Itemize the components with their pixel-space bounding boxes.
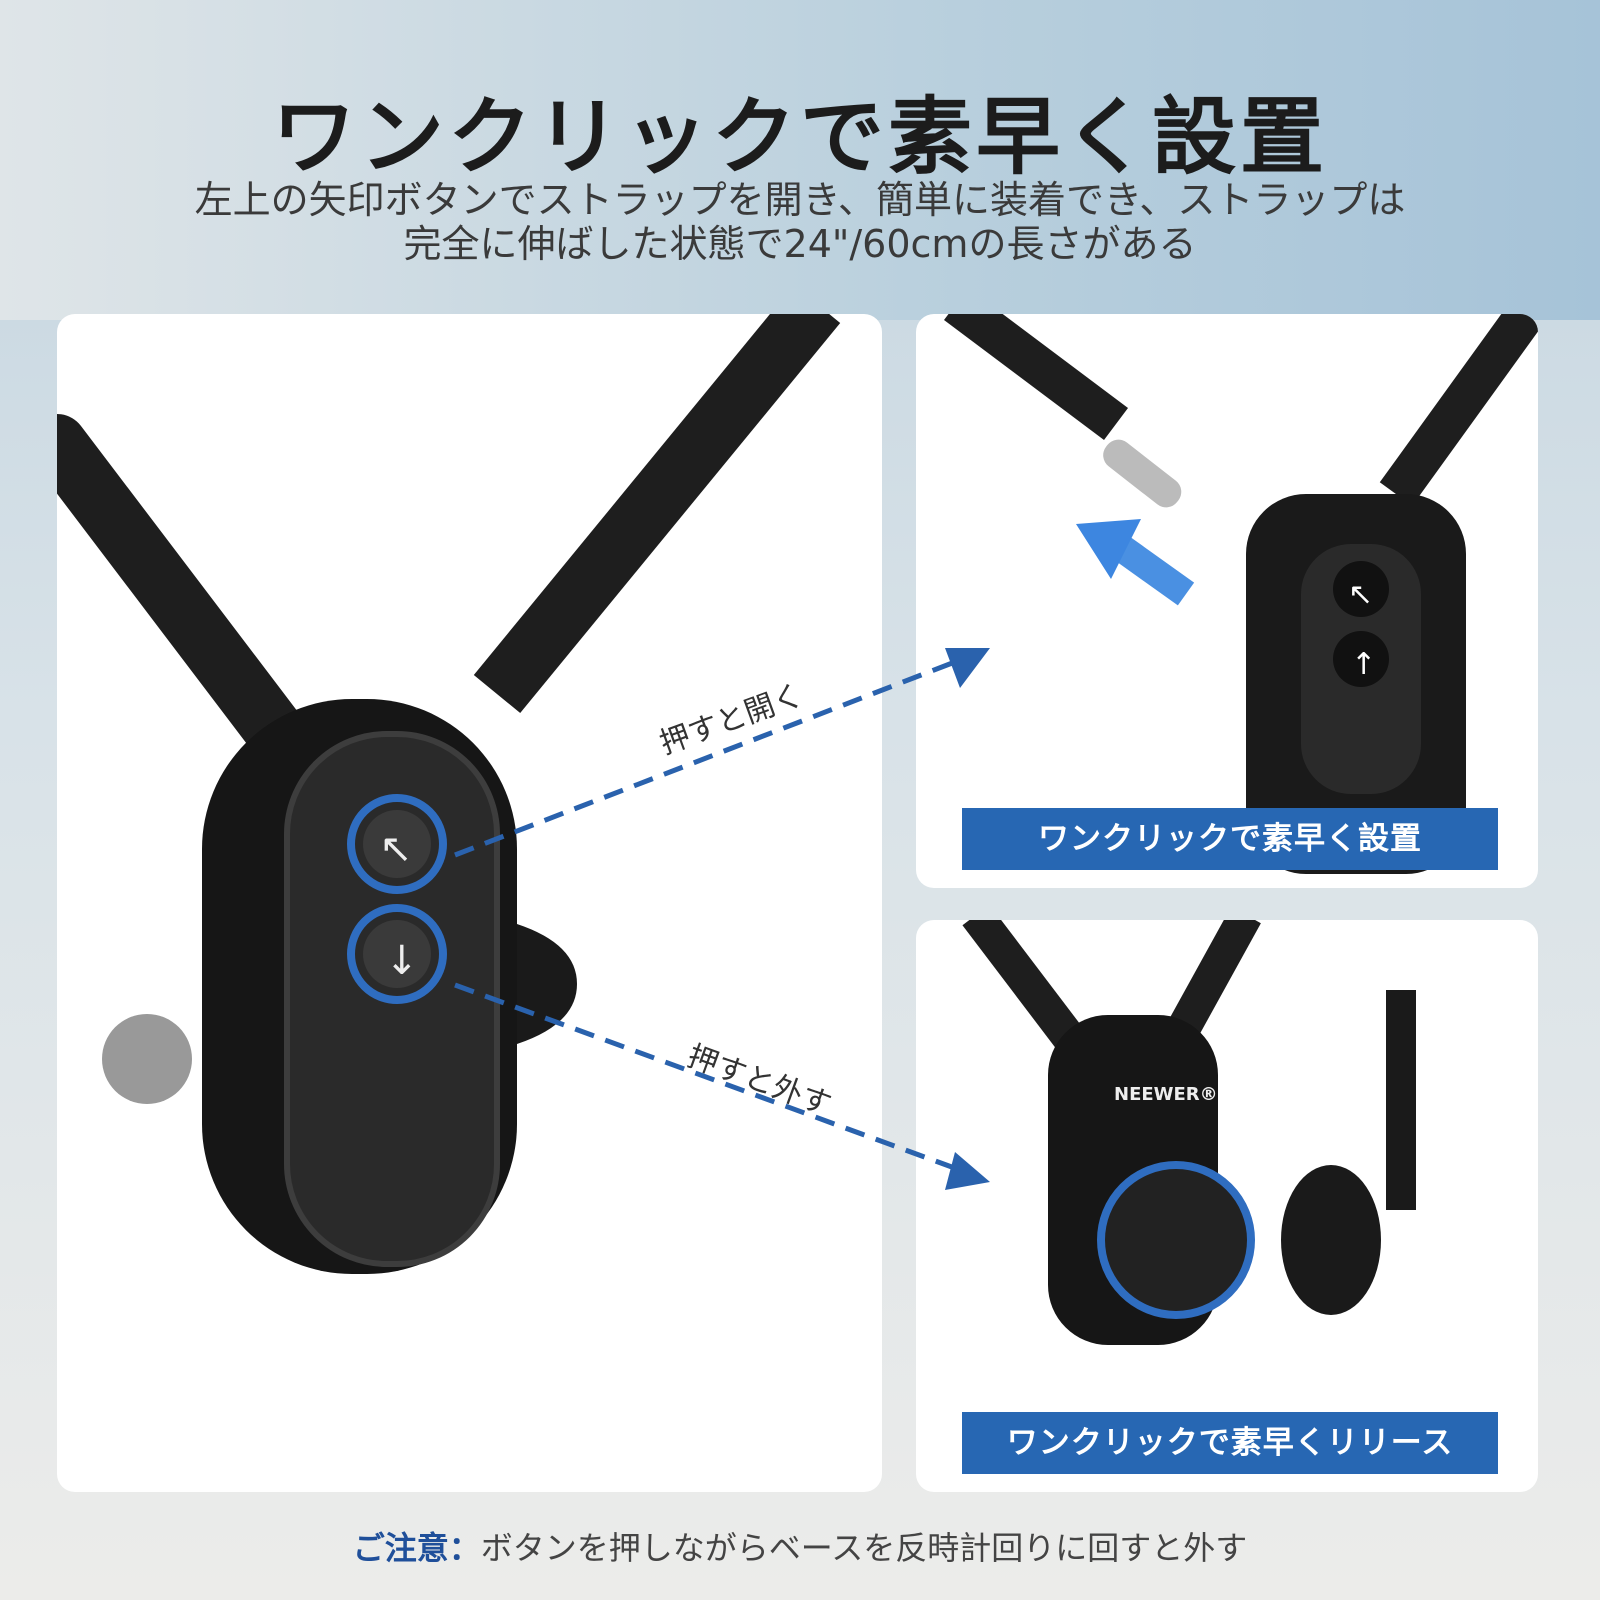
knob-icon bbox=[102, 1014, 192, 1104]
release-banner: ワンクリックで素早くリリース bbox=[962, 1412, 1498, 1474]
page-subtitle: 左上の矢印ボタンでストラップを開き、簡単に装着でき、ストラップは完全に伸ばした状… bbox=[0, 178, 1600, 266]
release-illustration: NEEWER® bbox=[962, 920, 1416, 1345]
release-button-highlight bbox=[347, 904, 447, 1004]
caution-text: ボタンを押しながらベースを反時計回りに回すと外す bbox=[480, 1529, 1248, 1567]
main-product-panel: ↖ ↓ bbox=[57, 314, 882, 1492]
arrow-up-left-icon: ↖ bbox=[1348, 577, 1373, 612]
arrow-up-icon: ↑ bbox=[1351, 647, 1376, 682]
open-button-highlight bbox=[347, 794, 447, 894]
caution-note: ご注意：ボタンを押しながらベースを反時計回りに回すと外す bbox=[0, 1523, 1600, 1569]
header-background bbox=[0, 0, 1600, 320]
arrow-down-icon: ↓ bbox=[385, 938, 419, 984]
brand-logo: NEEWER® bbox=[1114, 1084, 1218, 1105]
install-panel: ↖ ↑ ワンクリックで素早く設置 bbox=[916, 314, 1538, 888]
arrow-up-left-icon: ↖ bbox=[379, 826, 413, 872]
open-arrow-icon bbox=[1076, 519, 1141, 579]
mount-illustration: ↖ ↓ bbox=[57, 314, 841, 1274]
caution-label: ご注意： bbox=[352, 1529, 481, 1567]
subtitle-line-1: 左上の矢印ボタンでストラップを開き、簡単に装着でき、ストラップは bbox=[194, 178, 1406, 222]
subtitle-line-2: 完全に伸ばした状態で24"/60cmの長さがある bbox=[403, 222, 1197, 266]
install-banner: ワンクリックで素早く設置 bbox=[962, 808, 1498, 870]
page-title: ワンクリックで素早く設置 bbox=[271, 88, 1328, 186]
install-illustration: ↖ ↑ bbox=[944, 314, 1538, 874]
release-panel: NEEWER® ワンクリックで素早くリリース bbox=[916, 920, 1538, 1492]
